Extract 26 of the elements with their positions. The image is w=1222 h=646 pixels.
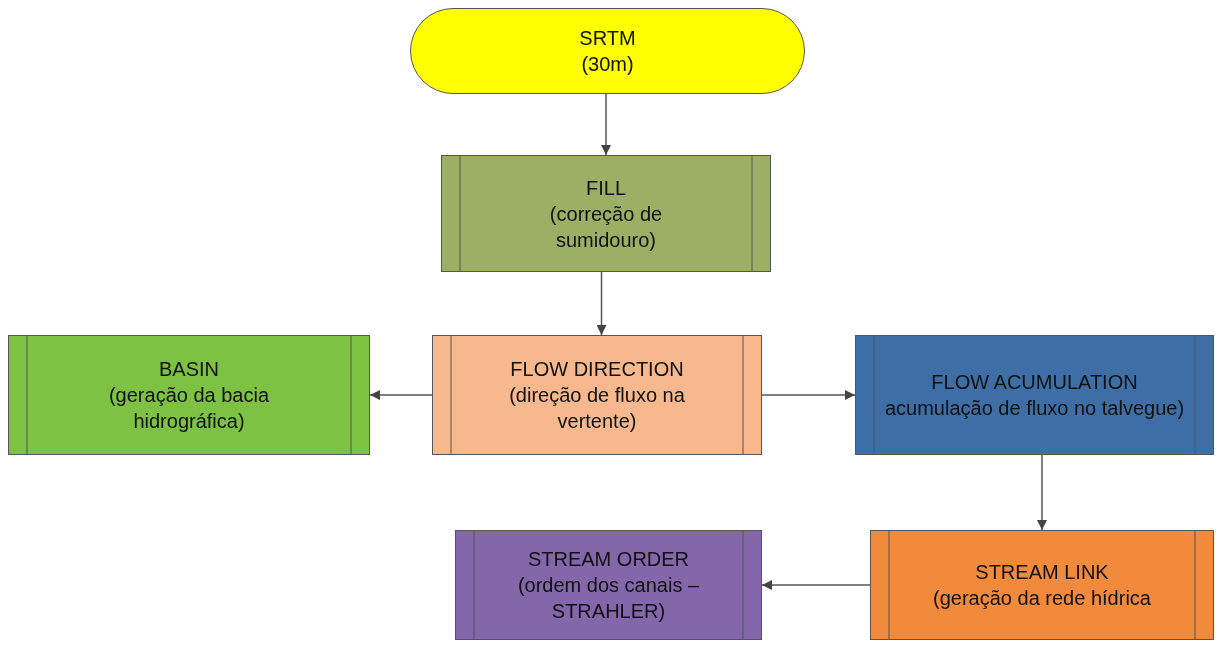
node-description: (geração da bacia hidrográfica) <box>107 383 271 434</box>
arrow <box>596 271 607 336</box>
node-title: FLOW ACUMULATION <box>931 370 1138 395</box>
node-description: (geração da rede hídrica <box>933 586 1151 611</box>
node-title: STREAM LINK <box>975 560 1109 585</box>
process-box <box>8 335 370 455</box>
arrow <box>761 580 871 590</box>
node-title: BASIN <box>159 357 219 382</box>
node-title: STREAM ORDER <box>527 547 690 572</box>
process-box <box>455 530 762 640</box>
process-box <box>441 155 771 272</box>
process-box <box>855 335 1214 455</box>
node-description: (ordem dos canais – STRAHLER) <box>516 573 701 624</box>
node-title: FILL <box>586 175 626 201</box>
node-description: (correção de sumidouro) <box>548 201 664 253</box>
node-description: (30m) <box>581 52 634 77</box>
node-description: acumulação de fluxo no talvegue) <box>884 396 1185 421</box>
node-title: SRTM <box>579 26 636 51</box>
arrow <box>369 390 433 400</box>
arrow <box>601 93 611 156</box>
node-title: FLOW DIRECTION <box>510 357 684 382</box>
arrow <box>761 390 856 400</box>
process-box <box>432 335 762 455</box>
process-box <box>870 530 1214 640</box>
node-description: (direção de fluxo na vertente) <box>508 383 686 434</box>
arrow <box>1037 454 1047 531</box>
